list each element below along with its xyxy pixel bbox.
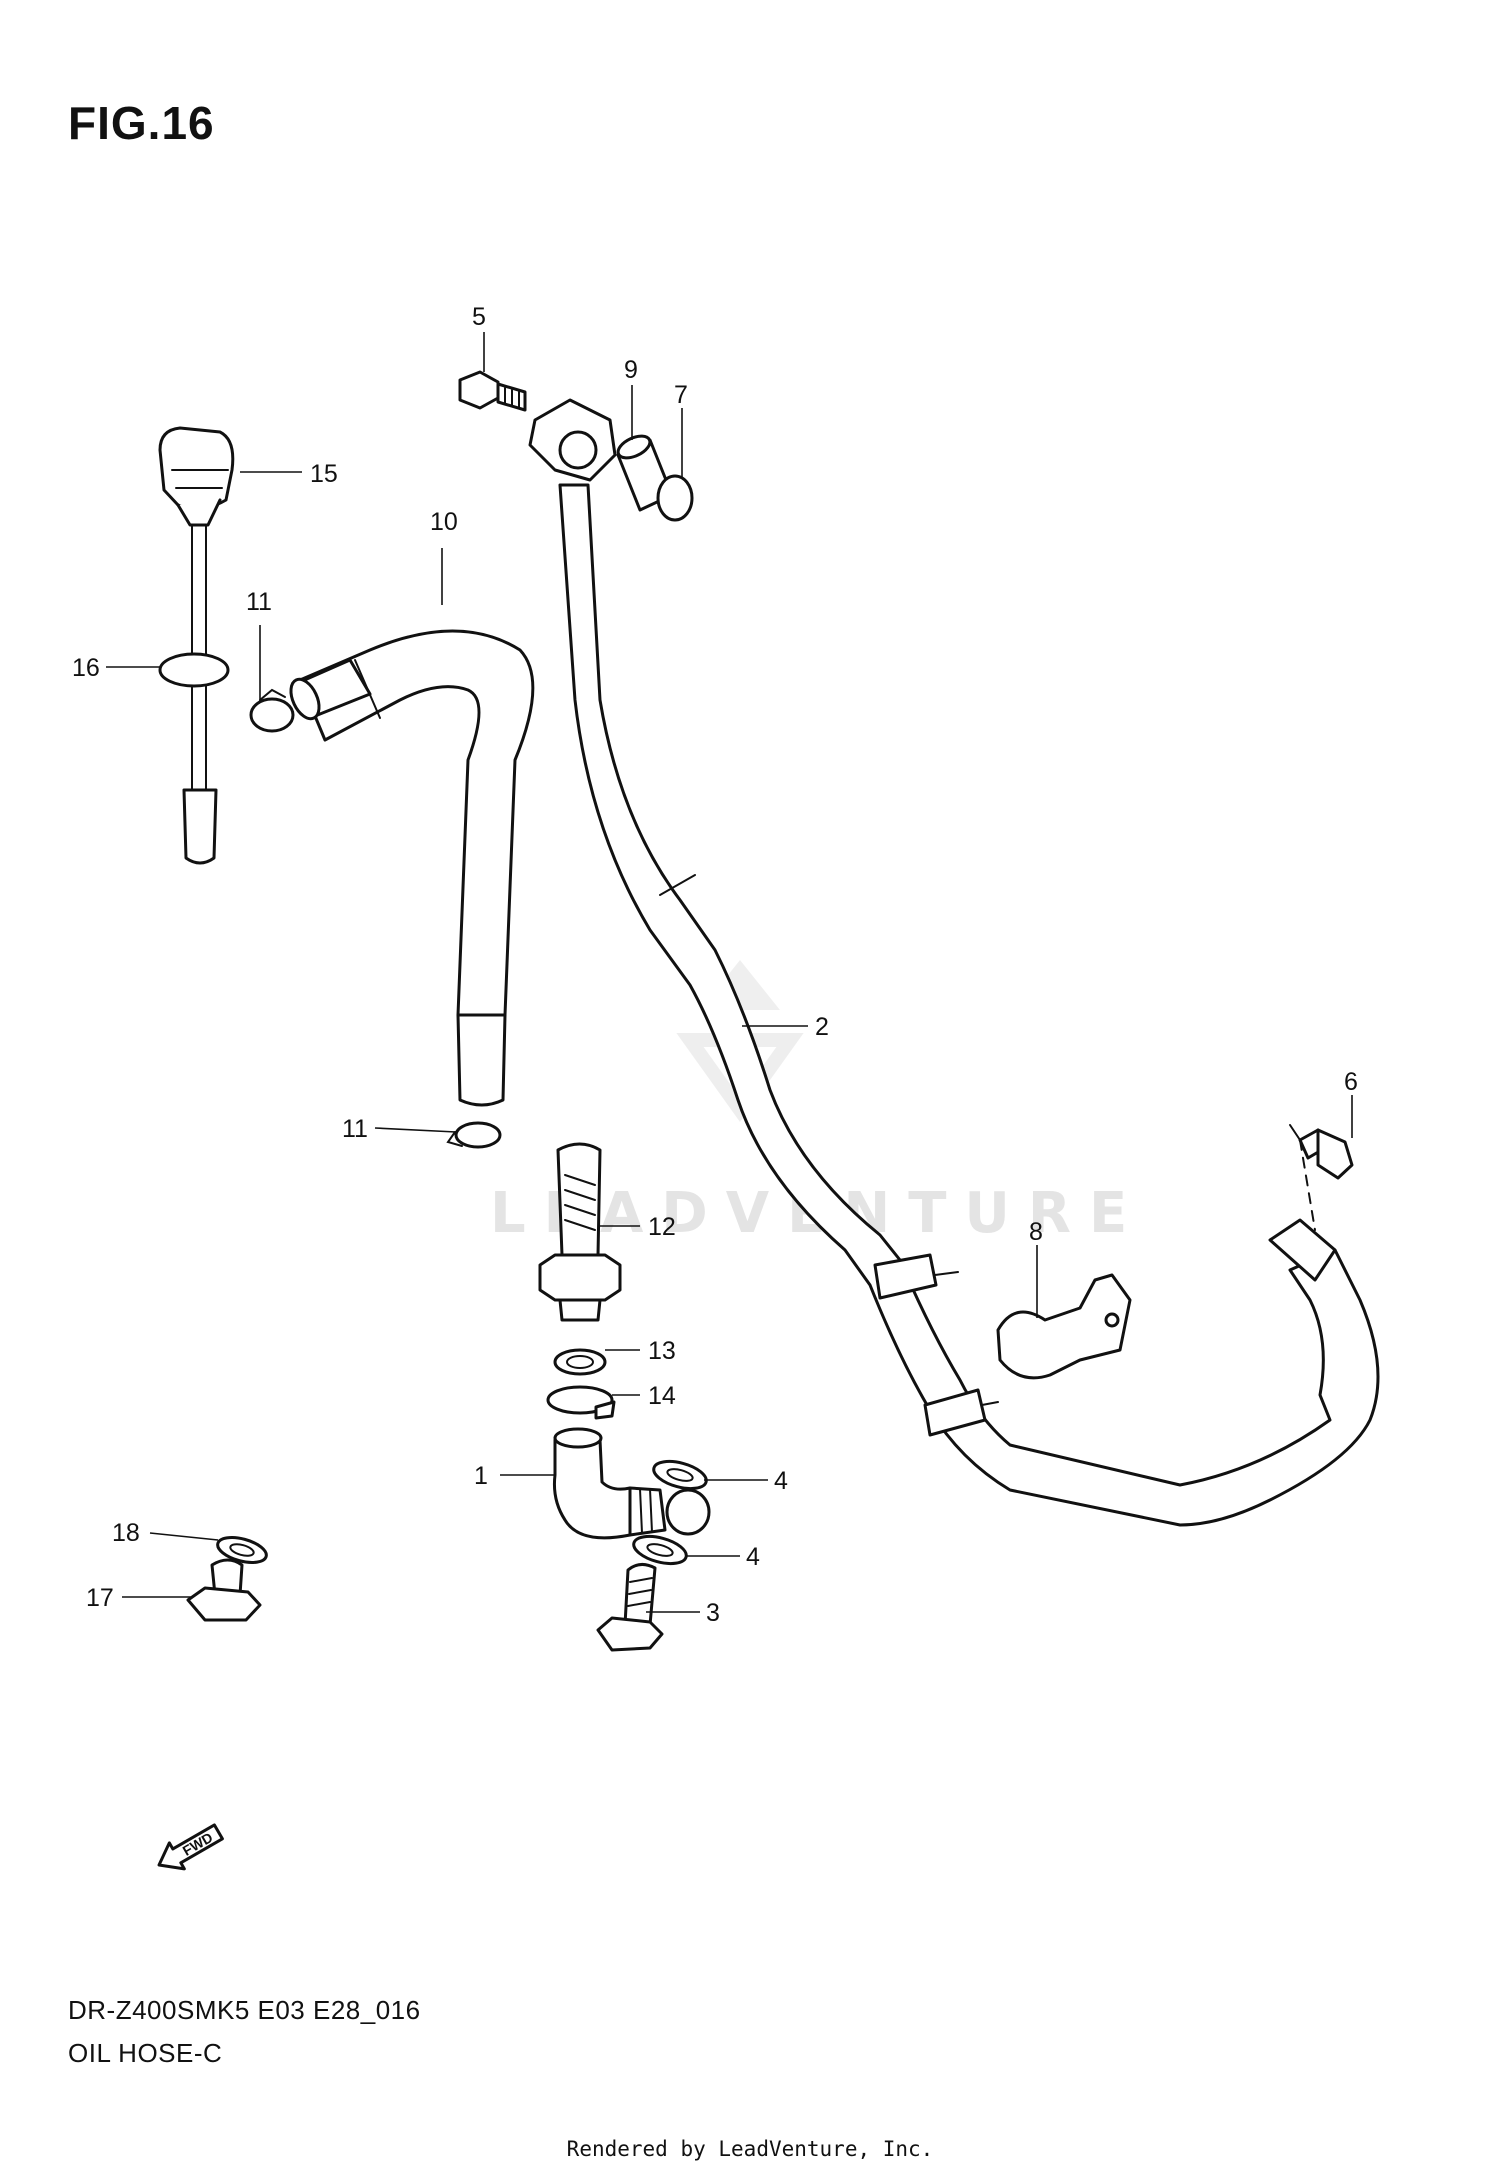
washer-part-4-lower: [632, 1534, 688, 1566]
diagram-code: DR-Z400SMK5 E03 E28_016: [68, 1995, 421, 2025]
diagram-subtitle: OIL HOSE-C: [68, 2038, 223, 2068]
leader-lines: [106, 332, 1353, 1613]
callout-7: 7: [674, 381, 688, 409]
callout-18: 18: [112, 1519, 140, 1547]
callout-14: 14: [648, 1382, 676, 1410]
figure-title: FIG.16: [68, 97, 215, 149]
callout-12: 12: [648, 1213, 676, 1241]
callout-13: 13: [648, 1337, 676, 1365]
callout-11-upper: 11: [246, 588, 272, 616]
callout-11-lower: 11: [342, 1115, 368, 1143]
callout-17: 17: [86, 1584, 114, 1612]
fwd-arrow-icon: FWD: [157, 1823, 224, 1871]
bolt-part-3: [596, 1563, 664, 1652]
callout-15: 15: [310, 460, 338, 488]
gasket-part-18: [216, 1536, 268, 1564]
washer-part-4-upper: [652, 1459, 708, 1491]
bolt-part-5: [458, 370, 527, 412]
callout-2: 2: [815, 1013, 829, 1041]
callout-4-lower: 4: [746, 1543, 760, 1571]
callout-4-upper: 4: [774, 1467, 788, 1495]
clamp-part-upper: [249, 688, 295, 733]
dipstick-part: [158, 426, 235, 865]
callout-8: 8: [1029, 1218, 1043, 1246]
switch-part-12: [538, 1142, 622, 1322]
callout-numbers: 5 9 7 15 10 11 16 2 6 8 11 12 13 14 1 4 …: [72, 303, 1358, 1627]
elbow-hose-part-1: [553, 1427, 711, 1540]
drain-bolt-part-17: [186, 1558, 262, 1622]
hose-clamp-part-14: [546, 1385, 616, 1420]
callout-9: 9: [624, 356, 638, 384]
clamp-bracket-part: [996, 1273, 1132, 1380]
clamp-part-lower: [446, 1121, 502, 1149]
oil-hose-part: [528, 398, 1380, 1527]
callout-1: 1: [474, 1462, 488, 1490]
footer-credit: Rendered by LeadVenture, Inc.: [566, 2137, 934, 2161]
callout-16: 16: [72, 654, 100, 682]
callout-10: 10: [430, 508, 458, 536]
callout-3: 3: [706, 1599, 720, 1627]
callout-6: 6: [1344, 1068, 1358, 1096]
gasket-part-13: [553, 1348, 607, 1376]
o-ring-part-7: [656, 474, 694, 522]
callout-5: 5: [472, 303, 486, 331]
bolt-part-6: [1289, 1124, 1354, 1231]
breather-hose-part: [289, 629, 535, 1107]
